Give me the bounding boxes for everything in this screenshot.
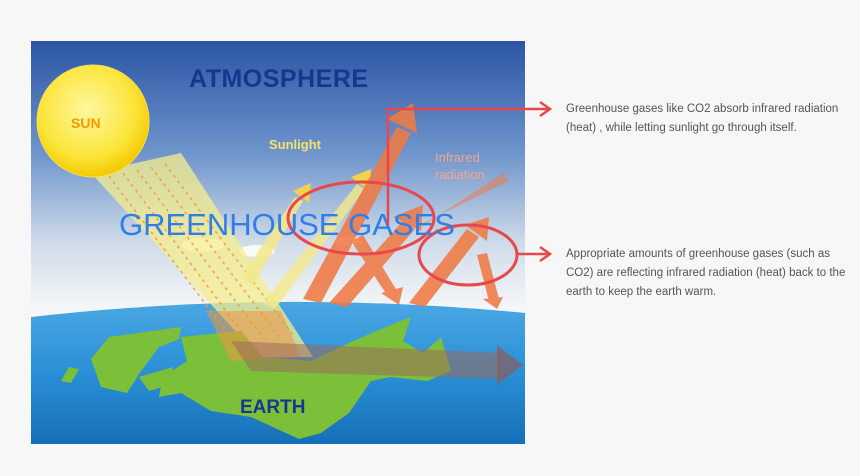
sun-label: SUN (71, 115, 101, 131)
sunlight-label: Sunlight (269, 137, 321, 152)
sun (36, 64, 150, 178)
sunlight-beam (91, 153, 313, 357)
greenhouse-diagram: ATMOSPHERE SUN Sunlight Infrared radiati… (31, 41, 525, 444)
heat-flow (231, 341, 501, 379)
infrared-label: Infrared radiation (435, 150, 485, 182)
atmosphere-label: ATMOSPHERE (189, 65, 369, 93)
reflect-note: Appropriate amounts of greenhouse gases … (566, 248, 846, 298)
absorb-note: Greenhouse gases like CO2 absorb infrare… (566, 103, 839, 134)
greenhouse-gases-label: GREENHOUSE GASES (119, 207, 455, 242)
earth-label: EARTH (240, 397, 306, 418)
